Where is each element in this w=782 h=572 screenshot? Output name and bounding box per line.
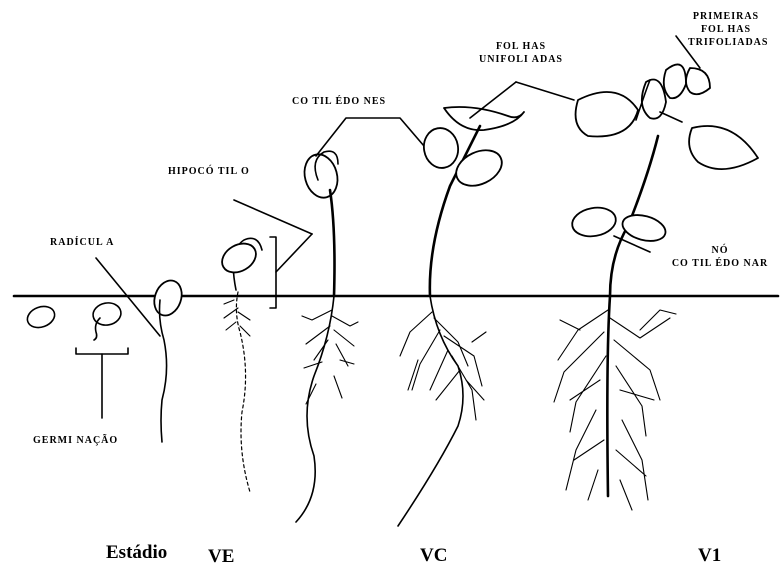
label-cotiledones: CO TIL ÉDO NES [292, 95, 386, 108]
cotyledon-seedling [296, 118, 424, 522]
label-radicula: RADÍCUL A [50, 236, 114, 249]
label-line: FOL HAS [688, 23, 764, 36]
vc-seedling [398, 82, 574, 526]
label-primeiras-folhas: PRIMEIRAS FOL HAS TRIFOLIADAS [688, 10, 764, 49]
label-folhas-unifoliadas: FOL HAS UNIFOLI ADAS [466, 40, 576, 66]
radicle-seedling [96, 258, 186, 442]
ve-seedling [217, 200, 312, 492]
germination-seeds [24, 301, 128, 418]
label-line: PRIMEIRAS [688, 10, 764, 23]
label-line: NÓ [664, 244, 776, 257]
label-hipocotilo: HIPOCÓ TIL O [168, 165, 250, 178]
label-line: FOL HAS [466, 40, 576, 53]
stage-label-estadio: Estádio [106, 542, 167, 564]
stage-label-vc: VC [420, 545, 447, 567]
stage-label-v1: V1 [698, 545, 721, 567]
label-line: TRIFOLIADAS [688, 36, 764, 49]
label-no-cotiledonar: NÓ CO TIL ÉDO NAR [664, 244, 776, 270]
stage-label-ve: VE [208, 546, 234, 568]
label-line: CO TIL ÉDO NAR [664, 257, 776, 270]
v1-plant [554, 36, 758, 510]
label-line: UNIFOLI ADAS [466, 53, 576, 66]
label-germinacao: GERMI NAÇÃO [33, 434, 118, 447]
